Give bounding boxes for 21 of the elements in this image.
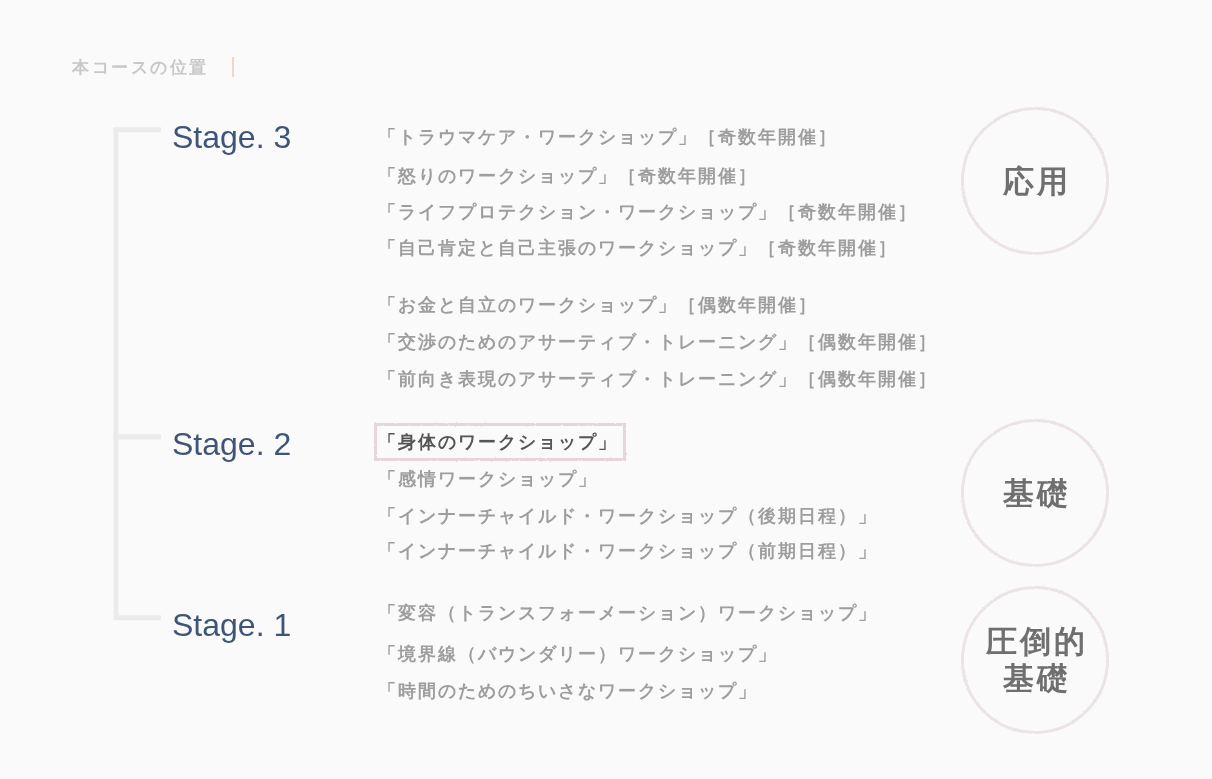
- course-title: 「自己肯定と自己主張のワークショップ」［奇数年開催］: [378, 236, 898, 260]
- highlight-frame: [374, 423, 626, 461]
- course-title: 「怒りのワークショップ」［奇数年開催］: [378, 164, 758, 188]
- course-title: 「交渉のためのアサーティブ・トレーニング」［偶数年開催］: [378, 330, 938, 354]
- course-title: 「感情ワークショップ」: [378, 467, 598, 491]
- course-title: 「インナーチャイルド・ワークショップ（前期日程）」: [378, 539, 878, 563]
- stage-label: Stage. 1: [165, 605, 292, 645]
- level-label: 基礎: [1001, 474, 1072, 512]
- course-title: 「ライフプロテクション・ワークショップ」［奇数年開催］: [378, 200, 918, 224]
- level-label: 応用: [1001, 162, 1072, 200]
- stage-label: Stage. 2: [165, 424, 292, 464]
- course-title: 「変容（トランスフォーメーション）ワークショップ」: [378, 601, 878, 625]
- course-title: 「前向き表現のアサーティブ・トレーニング」［偶数年開催］: [378, 367, 938, 391]
- course-title: 「身体のワークショップ」: [378, 430, 618, 454]
- level-label: 圧倒的基礎: [984, 623, 1089, 697]
- course-title: 「お金と自立のワークショップ」［偶数年開催］: [378, 293, 818, 317]
- course-title: 「トラウマケア・ワークショップ」［奇数年開催］: [378, 125, 838, 149]
- course-title: 「境界線（バウンダリー）ワークショップ」: [378, 642, 778, 666]
- stage-label: Stage. 3: [165, 117, 292, 157]
- course-title: 「時間のためのちいさなワークショップ」: [378, 679, 758, 703]
- course-title: 「インナーチャイルド・ワークショップ（後期日程）」: [378, 504, 878, 528]
